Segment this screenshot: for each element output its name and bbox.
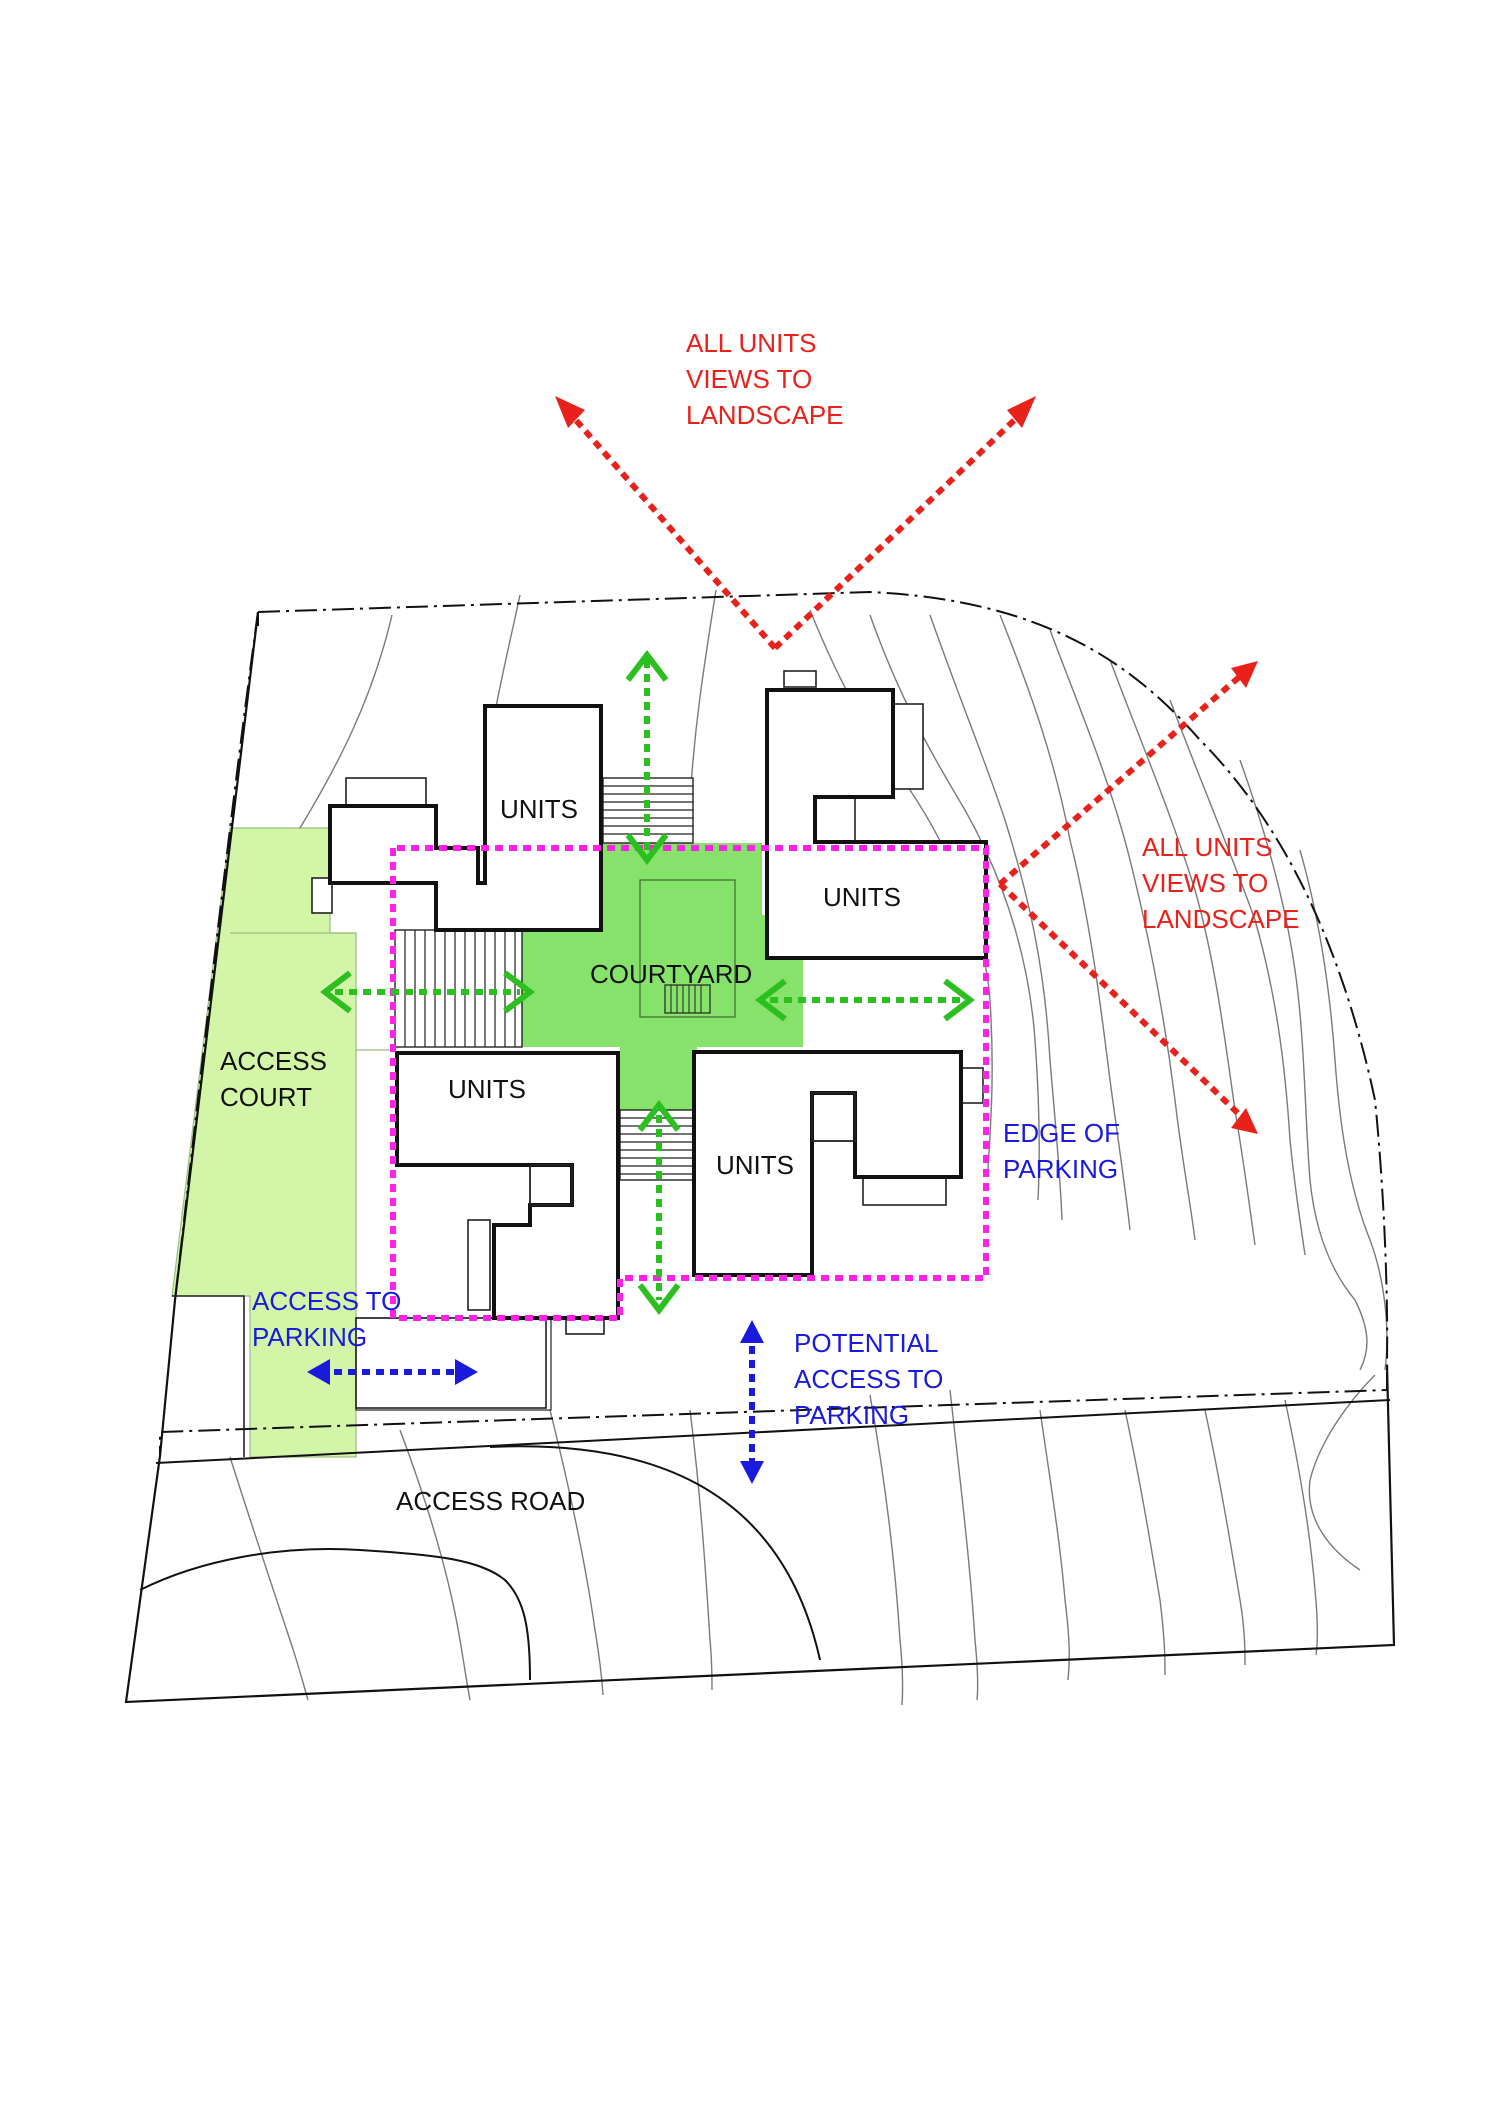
units-label-northwest: UNITS	[500, 794, 578, 824]
access-to-parking-label-line2: PARKING	[252, 1322, 367, 1352]
court-edge	[172, 1295, 245, 1457]
courtyard-label: COURTYARD	[590, 959, 752, 989]
units-label-southwest: UNITS	[448, 1074, 526, 1104]
units-label-southeast: UNITS	[716, 1150, 794, 1180]
courtyard-planter	[639, 879, 736, 1018]
views-label-top-line2: VIEWS TO	[686, 364, 812, 394]
potential-access-label-line1: POTENTIAL	[794, 1328, 938, 1358]
views-label-top-line3: LANDSCAPE	[686, 400, 844, 430]
building-southeast	[692, 1050, 984, 1277]
views-label-right-line3: LANDSCAPE	[1142, 904, 1300, 934]
access-court-label-line2: COURT	[220, 1082, 312, 1112]
potential-access-label-line2: ACCESS TO	[794, 1364, 943, 1394]
courtyard-area	[522, 843, 803, 1133]
access-road-label: ACCESS ROAD	[396, 1486, 585, 1516]
west-walkway	[394, 929, 523, 1048]
building-northeast	[765, 670, 988, 960]
access-road	[139, 1399, 1391, 1681]
parking-arrows	[320, 1332, 755, 1470]
view-arrows	[564, 407, 1248, 1123]
access-court-label-line1: ACCESS	[220, 1046, 327, 1076]
parking-arrowheads	[307, 1320, 764, 1484]
edge-of-parking-label-line2: PARKING	[1003, 1154, 1118, 1184]
circulation-arrows	[320, 650, 975, 1315]
parking-edge-line	[390, 845, 989, 1321]
views-label-right-line2: VIEWS TO	[1142, 868, 1268, 898]
edge-of-parking-label-line1: EDGE OF	[1003, 1118, 1120, 1148]
view-arrowheads	[555, 396, 1258, 1134]
views-label-right-line1: ALL UNITS	[1142, 832, 1273, 862]
access-to-parking-label-line1: ACCESS TO	[252, 1286, 401, 1316]
units-label-northeast: UNITS	[823, 882, 901, 912]
parking-strip	[355, 1317, 547, 1409]
building-northwest	[311, 704, 603, 932]
courtyard-stair	[664, 984, 711, 1014]
site-outline	[124, 611, 1396, 1704]
potential-access-label-line3: PARKING	[794, 1400, 909, 1430]
views-label-top-line1: ALL UNITS	[686, 328, 817, 358]
parking-strip-inner	[355, 1317, 552, 1411]
topography-contours	[229, 589, 1388, 1706]
